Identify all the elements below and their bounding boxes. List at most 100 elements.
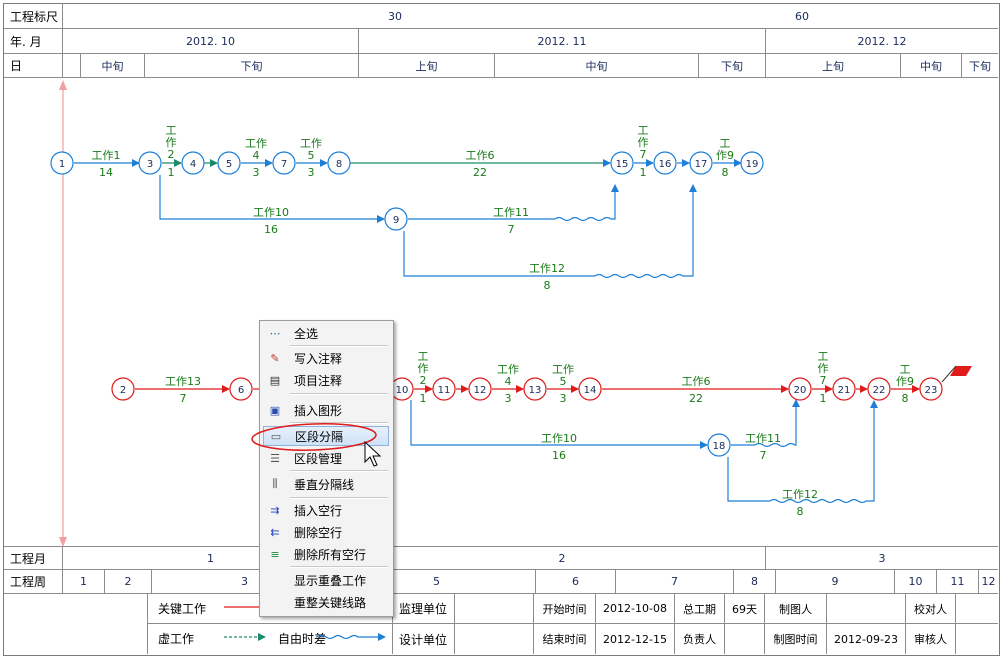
svg-text:18: 18: [713, 441, 726, 452]
menu-item-section-divide[interactable]: ▭ 区段分隔: [263, 426, 389, 446]
svg-text:作: 作: [418, 362, 429, 375]
svg-text:22: 22: [873, 385, 886, 396]
bottom-work-labels: 工作13 7 工作2 1 工作4 3 工作5 3 工作6 22 工作7 1 工作…: [165, 350, 914, 518]
node-23[interactable]: [919, 377, 943, 401]
insert-row-icon: ⇉: [270, 503, 280, 517]
node-8[interactable]: [327, 151, 351, 175]
work-4-name: 工作: [245, 137, 267, 150]
period-dec-late: 下旬: [962, 54, 998, 78]
menu-item-label: 全选: [294, 326, 319, 341]
svg-text:2: 2: [420, 374, 427, 387]
menu-item-delete-all-rows[interactable]: ≡ 删除所有空行: [263, 544, 389, 564]
svg-text:23: 23: [925, 385, 938, 396]
node-13[interactable]: [523, 377, 547, 401]
svg-text:工作: 工作: [552, 363, 574, 376]
project-week-label: 工程周: [4, 570, 63, 594]
month-label: 年. 月: [4, 29, 63, 54]
node-19[interactable]: [740, 151, 764, 175]
work-12-name: 工作12: [529, 262, 565, 275]
svg-text:工: 工: [818, 350, 829, 363]
svg-text:16: 16: [552, 449, 566, 462]
node-7[interactable]: [272, 151, 296, 175]
node-1[interactable]: [50, 151, 74, 175]
node-18[interactable]: [707, 433, 731, 457]
node-3[interactable]: [138, 151, 162, 175]
menu-item-show-overlap[interactable]: 显示重叠工作: [263, 570, 389, 590]
month-2012-12: 2012. 12: [766, 29, 998, 54]
menu-item-delete-row[interactable]: ⇇ 删除空行: [263, 522, 389, 542]
menu-item-label: 区段分隔: [295, 429, 344, 444]
legend-float-label: 自由时差: [278, 632, 327, 646]
svg-text:作: 作: [818, 362, 829, 375]
delete-row-icon: ⇇: [270, 525, 280, 539]
drafter-value[interactable]: [827, 594, 906, 624]
top-node-labels: 1 3 4 5 7 8 15 16 17 19 9: [59, 159, 759, 226]
menu-item-label: 插入图形: [294, 403, 343, 418]
week-5: 5: [338, 570, 536, 594]
period-nov-late: 下旬: [699, 54, 766, 78]
total-period-label: 总工期: [675, 594, 725, 624]
month-2012-10: 2012. 10: [63, 29, 359, 54]
draw-time-value: 2012-09-23: [827, 624, 906, 654]
node-16[interactable]: [653, 151, 677, 175]
schedule-canvas[interactable]: [3, 3, 1000, 656]
menu-item-label: 删除所有空行: [294, 547, 367, 562]
delete-all-rows-icon: ≡: [270, 547, 280, 561]
node-5[interactable]: [217, 151, 241, 175]
menu-item-vertical-divider[interactable]: ⫼ 垂直分隔线: [263, 474, 389, 494]
period-nov-early: 上旬: [359, 54, 495, 78]
svg-text:工: 工: [638, 124, 649, 137]
node-14[interactable]: [578, 377, 602, 401]
node-2[interactable]: [111, 377, 135, 401]
menu-separator: [290, 497, 388, 499]
menu-item-label: 写入注释: [294, 351, 343, 366]
svg-text:5: 5: [560, 375, 567, 388]
svg-text:14: 14: [584, 385, 597, 396]
menu-item-project-note[interactable]: ▤ 项目注释: [263, 370, 389, 390]
work-12-duration: 8: [544, 279, 551, 292]
svg-text:作: 作: [638, 136, 649, 149]
week-11: 11: [937, 570, 979, 594]
project-note-icon: ▤: [269, 373, 281, 387]
menu-item-label: 插入空行: [294, 503, 343, 518]
reviewer-value[interactable]: [956, 624, 998, 654]
svg-text:6: 6: [238, 385, 244, 396]
blank-cell: [4, 594, 148, 654]
design-unit-value[interactable]: [455, 624, 534, 654]
menu-item-rearrange-critical[interactable]: 重整关键线路: [263, 592, 389, 612]
node-11[interactable]: [432, 377, 456, 401]
menu-separator: [290, 393, 388, 395]
start-time-value: 2012-10-08: [596, 594, 675, 624]
ruler-label: 工程标尺: [4, 4, 63, 29]
menu-item-section-manage[interactable]: ☰ 区段管理: [263, 448, 389, 468]
node-9[interactable]: [384, 207, 408, 231]
svg-text:作: 作: [166, 136, 177, 149]
menu-item-label: 区段管理: [294, 451, 343, 466]
svg-text:2: 2: [120, 385, 126, 396]
menu-separator: [290, 422, 388, 424]
context-menu: ⋯ 全选 ✎ 写入注释 ▤ 项目注释 ▣ 插入图形 ▭ 区段分隔 ☰ 区段管理 …: [259, 320, 394, 617]
node-4[interactable]: [181, 151, 205, 175]
work-11-duration: 7: [508, 223, 515, 236]
week-7: 7: [616, 570, 734, 594]
week-8: 8: [734, 570, 776, 594]
menu-item-write-note[interactable]: ✎ 写入注释: [263, 348, 389, 368]
supervisor-unit-value[interactable]: [455, 594, 534, 624]
menu-item-insert-shape[interactable]: ▣ 插入图形: [263, 400, 389, 420]
svg-text:工作6: 工作6: [682, 375, 711, 388]
node-21[interactable]: [832, 377, 856, 401]
menu-item-insert-row[interactable]: ⇉ 插入空行: [263, 500, 389, 520]
node-12[interactable]: [468, 377, 492, 401]
ruler-mark-30: 30: [388, 10, 402, 23]
proofreader-value[interactable]: [956, 594, 998, 624]
menu-item-select-all[interactable]: ⋯ 全选: [263, 323, 389, 343]
node-20[interactable]: [788, 377, 812, 401]
svg-text:3: 3: [147, 159, 153, 170]
drafter-label: 制图人: [765, 594, 827, 624]
owner-value[interactable]: [725, 624, 765, 654]
node-6[interactable]: [229, 377, 253, 401]
node-22[interactable]: [867, 377, 891, 401]
svg-text:7: 7: [640, 148, 647, 161]
node-17[interactable]: [689, 151, 713, 175]
node-15[interactable]: [610, 151, 634, 175]
